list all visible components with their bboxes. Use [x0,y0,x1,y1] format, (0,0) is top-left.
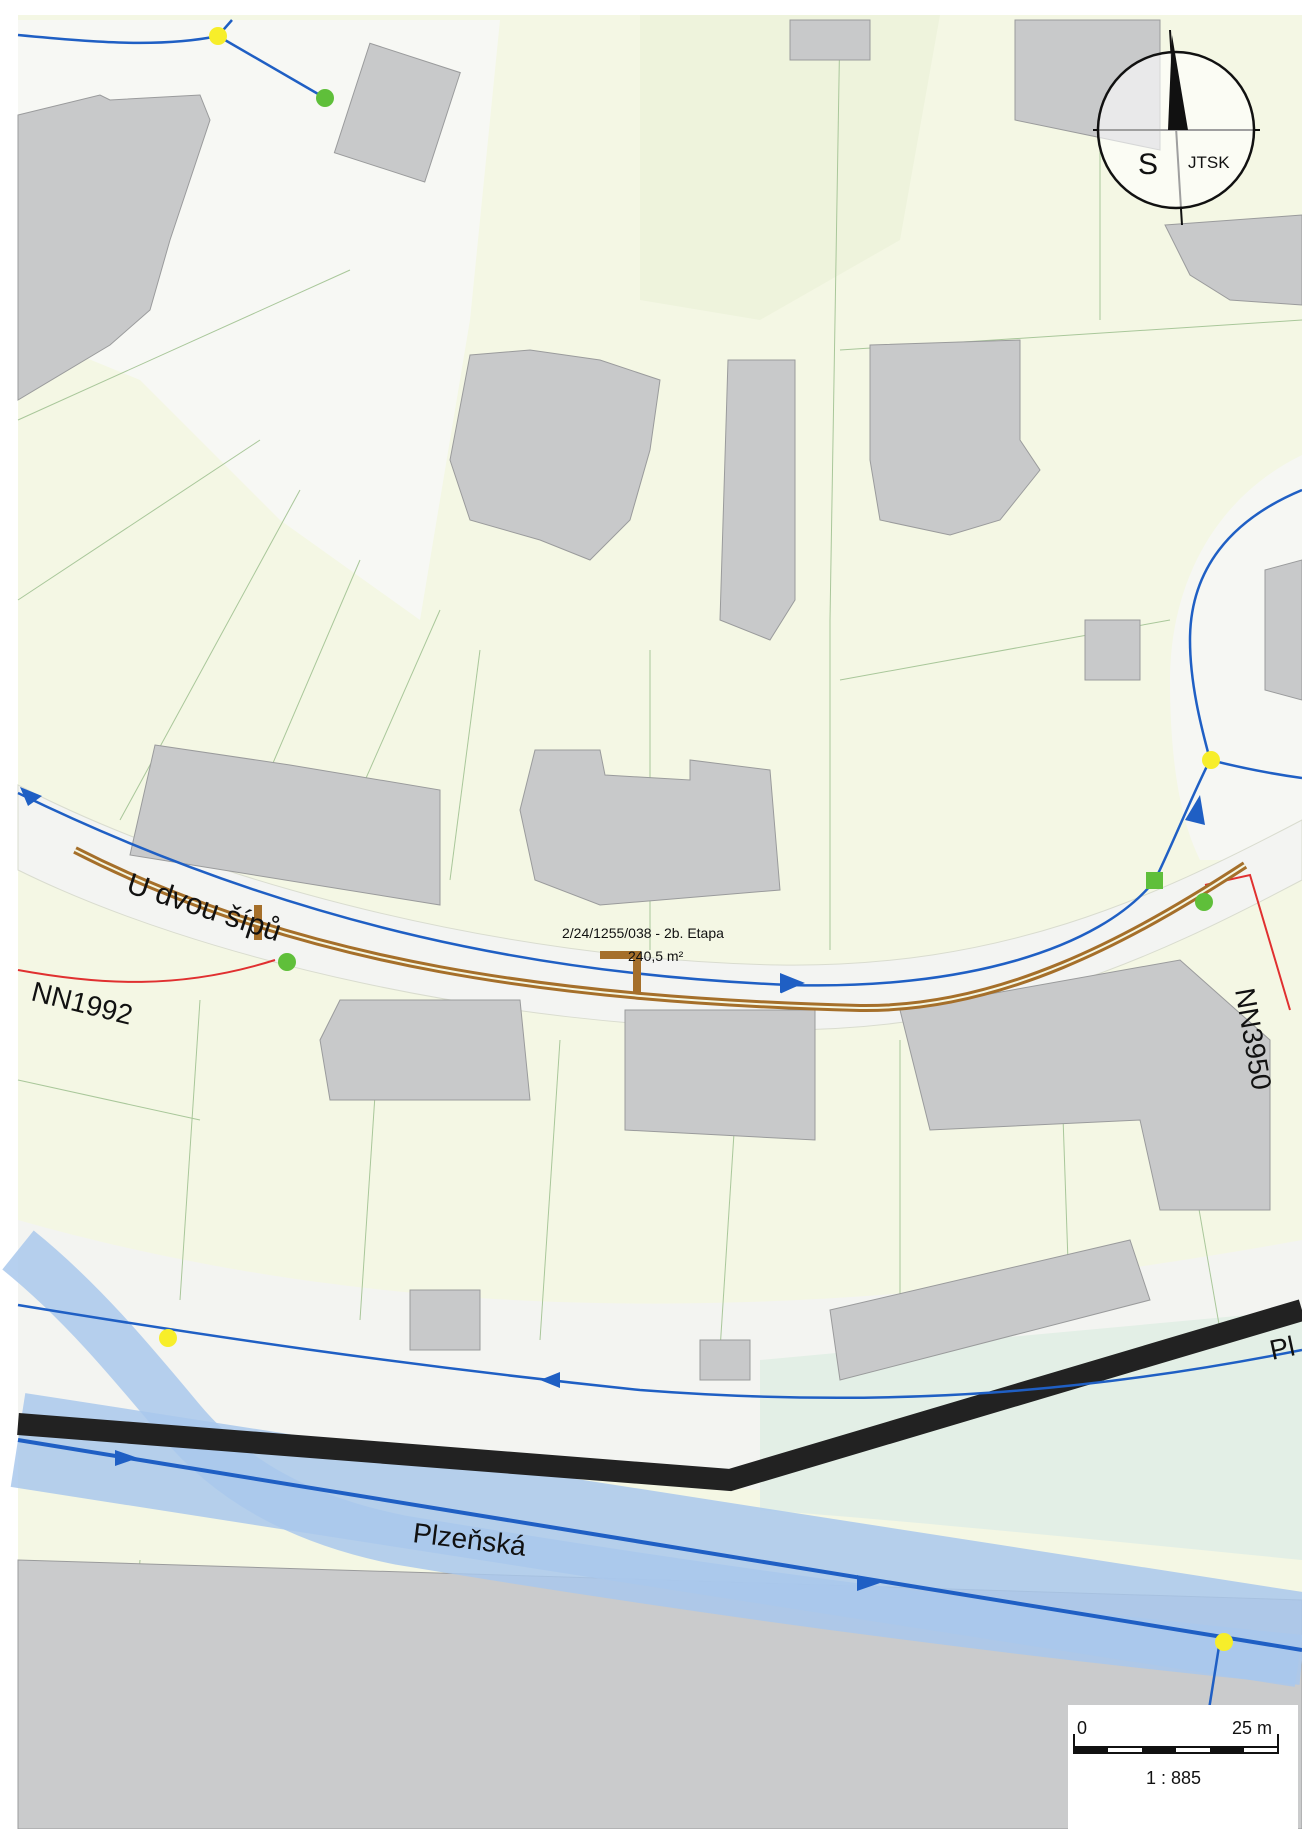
valves [278,89,1213,971]
north-arrow-icon [1168,35,1188,130]
green-area [640,15,940,320]
north-arrow-letter: S [1138,148,1158,181]
water-mains [17,19,1302,1829]
power-cable-nn1992 [17,959,276,983]
valve-icon[interactable] [316,89,334,107]
flow-arrows [20,787,1205,1591]
hydrant-icon[interactable] [1215,1633,1233,1651]
valve-icon[interactable] [278,953,296,971]
valve-icon[interactable] [1195,893,1213,911]
valve-square-icon[interactable] [1146,872,1163,889]
scale-bar-start: 0 [1077,1718,1087,1738]
scale-bar-end: 25 m [1232,1718,1272,1738]
project-area-label: 240,5 m² [628,948,684,964]
scale-bar: 0 25 m 1 : 885 [1068,1705,1298,1829]
hydrants [159,27,1233,1651]
north-arrow: S JTSK [1093,29,1260,226]
black-line [17,1299,1302,1492]
hydrant-icon[interactable] [209,27,227,45]
north-arrow-system: JTSK [1188,153,1230,172]
hydrant-icon[interactable] [159,1329,177,1347]
hydrant-icon[interactable] [1202,751,1220,769]
project-outline-inner [74,849,1246,1010]
scale-ratio: 1 : 885 [1146,1768,1201,1788]
project-id-label: 2/24/1255/038 - 2b. Etapa [562,925,724,941]
